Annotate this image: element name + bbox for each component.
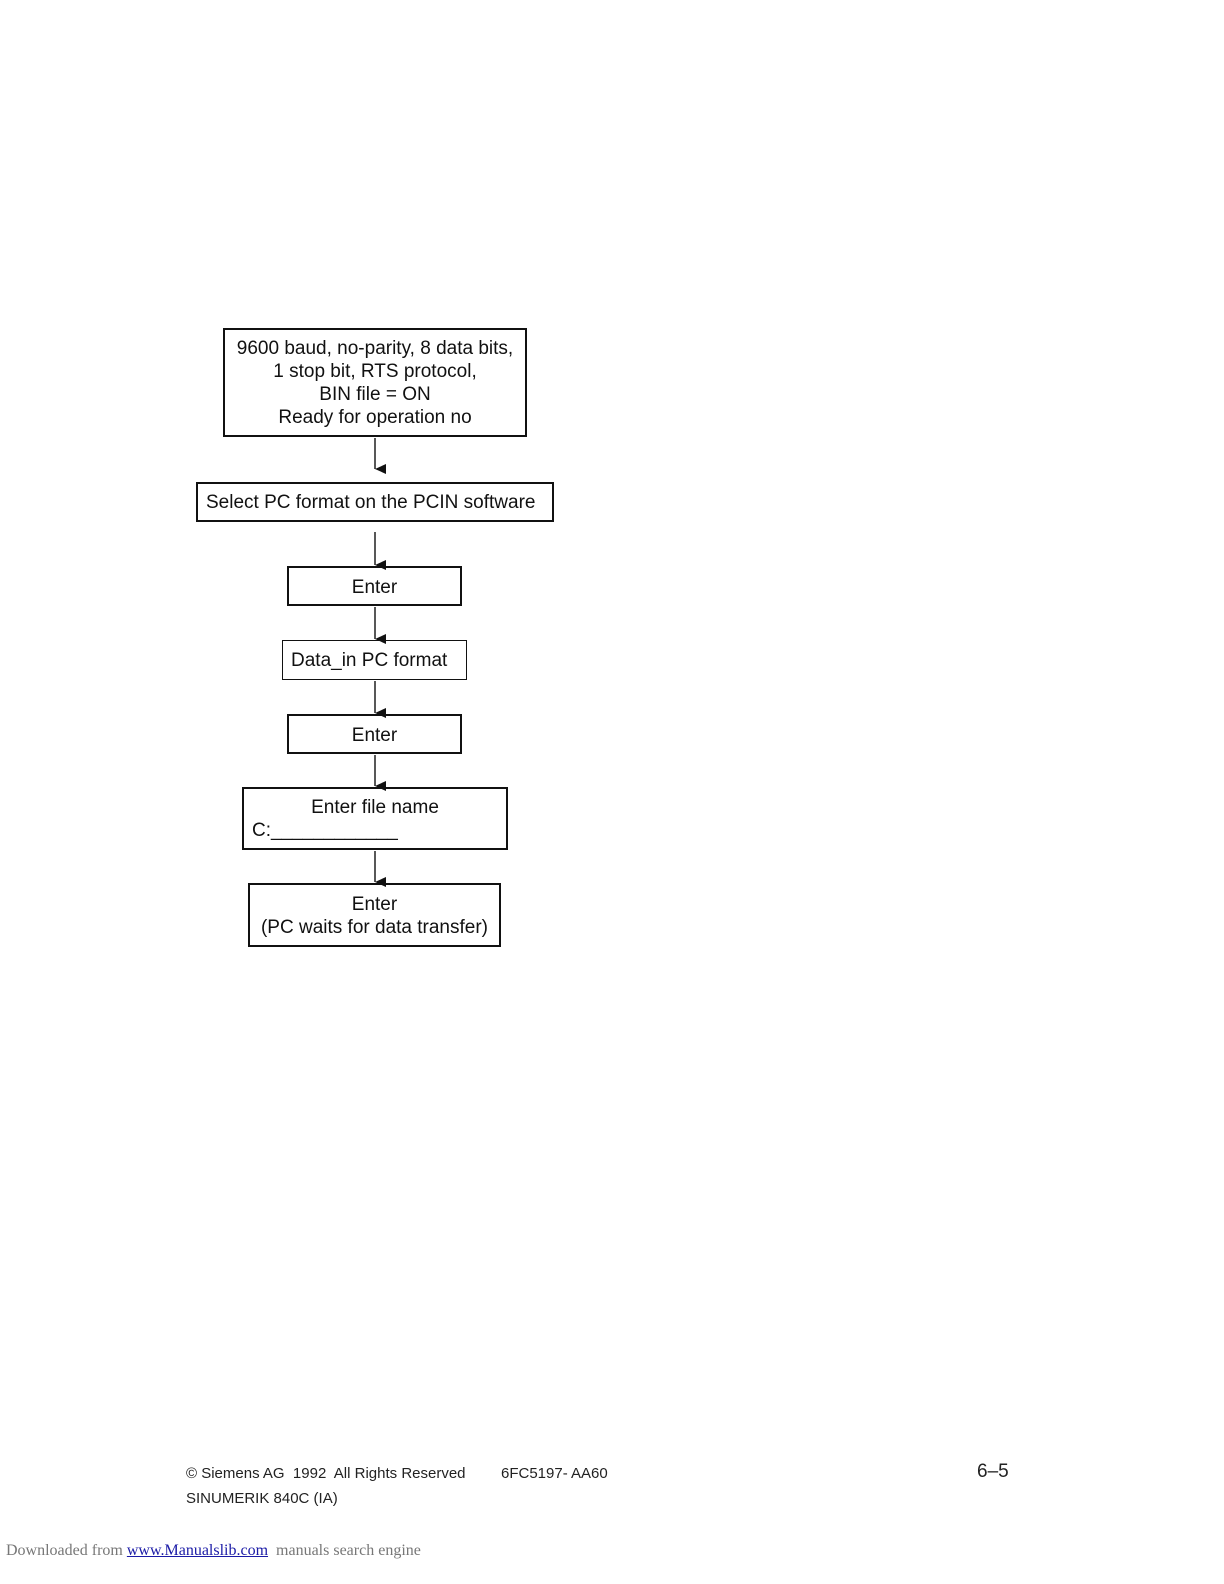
footer-doc-number: 6FC5197- AA60 — [501, 1465, 608, 1482]
flow-step-text: Data_in PC format — [291, 650, 448, 671]
flow-step-enter-file-name: Enter file name C:____________ — [242, 787, 508, 850]
flow-step-text: Ready for operation no — [278, 407, 472, 428]
footer-copyright: © Siemens AG 1992 All Rights Reserved — [186, 1465, 466, 1482]
flow-step-enter-wait: Enter (PC waits for data transfer) — [248, 883, 501, 947]
flow-step-text: Enter file name — [311, 797, 439, 818]
download-watermark: Downloaded from www.Manualslib.com manua… — [6, 1542, 421, 1560]
file-name-field: C:____________ — [252, 820, 398, 841]
flow-step-text: (PC waits for data transfer) — [260, 917, 489, 938]
flow-step-text: Select PC format on the PCIN software — [206, 492, 536, 513]
flow-step-text: 9600 baud, no-parity, 8 data bits, — [236, 338, 514, 359]
footer-product-name: SINUMERIK 840C (IA) — [186, 1490, 338, 1507]
manualslib-link[interactable]: www.Manualslib.com — [126, 1542, 269, 1559]
flow-step-text: Enter — [351, 894, 398, 915]
flow-step-text: 1 stop bit, RTS protocol, — [273, 361, 477, 382]
flow-step-text: BIN file = ON — [319, 384, 431, 405]
page-number: 6–5 — [977, 1461, 1009, 1482]
watermark-prefix: Downloaded from — [6, 1542, 127, 1559]
flow-step-text: Enter — [351, 725, 398, 746]
flow-step-text: Enter — [351, 577, 398, 598]
flow-step-data-in-pc-format: Data_in PC format — [282, 640, 467, 680]
flow-step-select-pc-format: Select PC format on the PCIN software — [196, 482, 554, 522]
flow-step-enter-1: Enter — [287, 566, 462, 606]
flow-step-enter-2: Enter — [287, 714, 462, 754]
flow-step-serial-settings: 9600 baud, no-parity, 8 data bits, 1 sto… — [223, 328, 527, 437]
watermark-suffix: manuals search engine — [268, 1542, 421, 1559]
